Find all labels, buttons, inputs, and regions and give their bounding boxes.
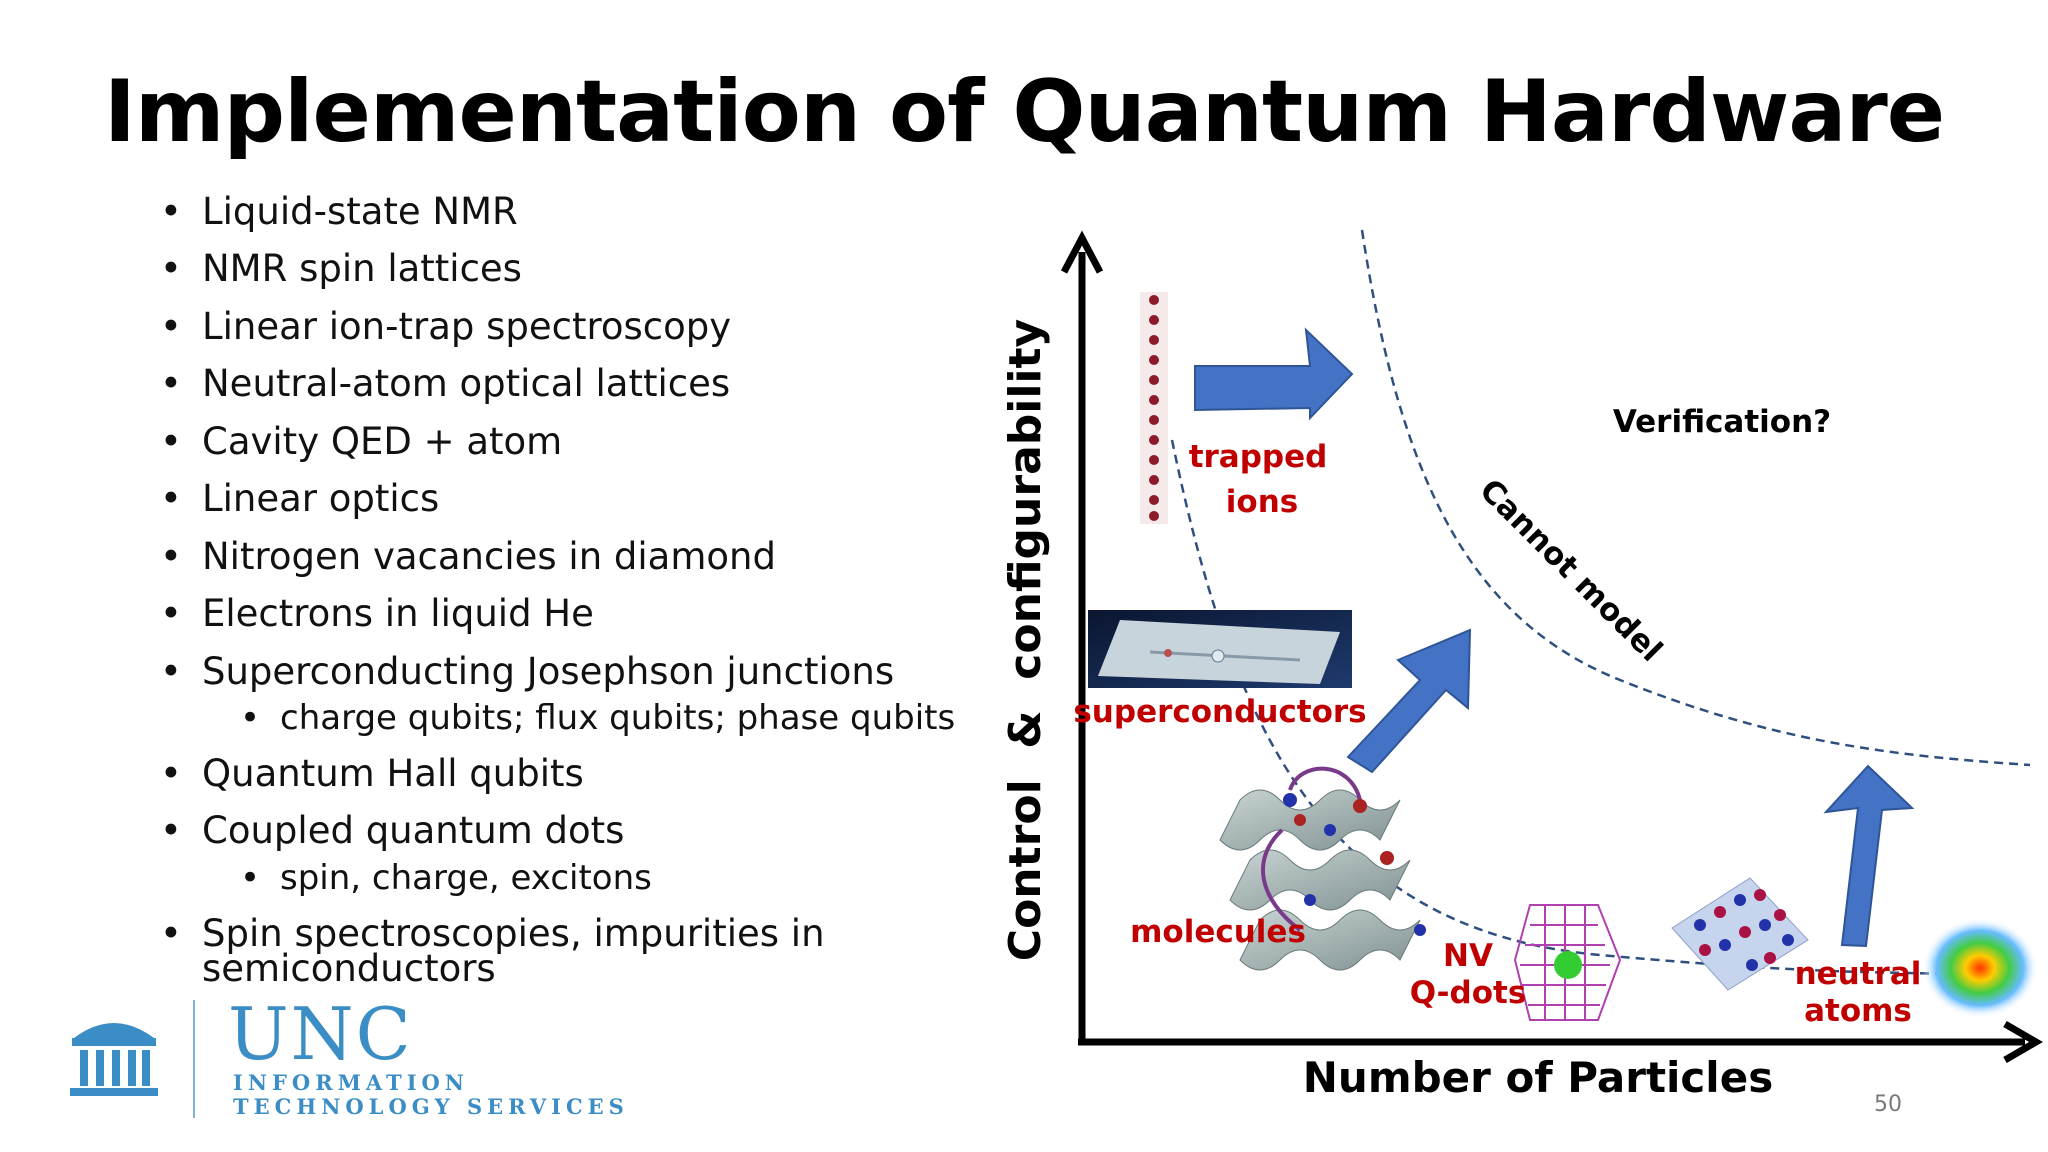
unc-its-logo: UNC INFORMATION TECHNOLOGY SERVICES bbox=[68, 992, 668, 1120]
bullet-dot-icon: • bbox=[160, 420, 182, 463]
bullet-dot-icon: • bbox=[160, 650, 182, 693]
bullet-dot-icon: • bbox=[160, 247, 182, 290]
old-well-icon bbox=[70, 1023, 158, 1096]
molecules-image bbox=[1219, 766, 1426, 971]
label-verification: Verification? bbox=[1613, 404, 1831, 440]
x-axis bbox=[1078, 1020, 2043, 1064]
bullet-dot-icon: • bbox=[240, 698, 261, 738]
arrow-right-icon bbox=[1194, 327, 1354, 421]
bullet-dot-icon: • bbox=[160, 362, 182, 405]
superconductor-chip-image bbox=[1088, 610, 1352, 688]
label-superconductors: superconductors bbox=[1073, 694, 1366, 730]
bullet-dot-icon: • bbox=[160, 809, 182, 852]
label-trapped: trapped bbox=[1189, 439, 1328, 475]
bullet-dot-icon: • bbox=[160, 305, 182, 348]
x-axis-label: Number of Particles bbox=[1303, 1053, 1773, 1102]
upper-dashed-curve bbox=[1360, 229, 2031, 767]
logo-unc-text: UNC bbox=[228, 992, 413, 1076]
trapped-ions-image bbox=[1140, 292, 1168, 524]
bullet-dot-icon: • bbox=[160, 592, 182, 635]
label-neutral: neutral bbox=[1795, 956, 1922, 992]
label-molecules: molecules bbox=[1130, 914, 1306, 950]
arrow-up-right-icon bbox=[1346, 628, 1472, 774]
logo-its-line1: INFORMATION bbox=[233, 1070, 470, 1095]
label-cannot-model: Cannot model bbox=[1472, 472, 1669, 669]
logo-its-line2: TECHNOLOGY SERVICES bbox=[233, 1094, 629, 1119]
nv-qdots-lattice-image bbox=[1513, 904, 1622, 1021]
arrow-up-icon bbox=[1823, 764, 1915, 948]
label-ions: ions bbox=[1226, 484, 1298, 520]
bullet-dot-icon: • bbox=[160, 477, 182, 520]
label-atoms: atoms bbox=[1804, 993, 1912, 1029]
atom-cloud-image bbox=[1922, 918, 2038, 1018]
y-axis-label: Control & configurability bbox=[1000, 319, 1051, 961]
bullet-dot-icon: • bbox=[240, 858, 261, 898]
bullet-dot-icon: • bbox=[160, 752, 182, 795]
page-number: 50 bbox=[1874, 1092, 1902, 1117]
y-axis bbox=[1060, 230, 1104, 1042]
label-nv: NV bbox=[1443, 938, 1493, 974]
bullet-dot-icon: • bbox=[160, 912, 182, 955]
label-qdots: Q-dots bbox=[1410, 975, 1527, 1011]
slide-title: Implementation of Quantum Hardware bbox=[103, 62, 1945, 162]
bullet-dot-icon: • bbox=[160, 535, 182, 578]
bullet-dot-icon: • bbox=[160, 190, 182, 233]
optical-lattice-image bbox=[1671, 877, 1809, 991]
logo-divider bbox=[193, 1000, 195, 1118]
